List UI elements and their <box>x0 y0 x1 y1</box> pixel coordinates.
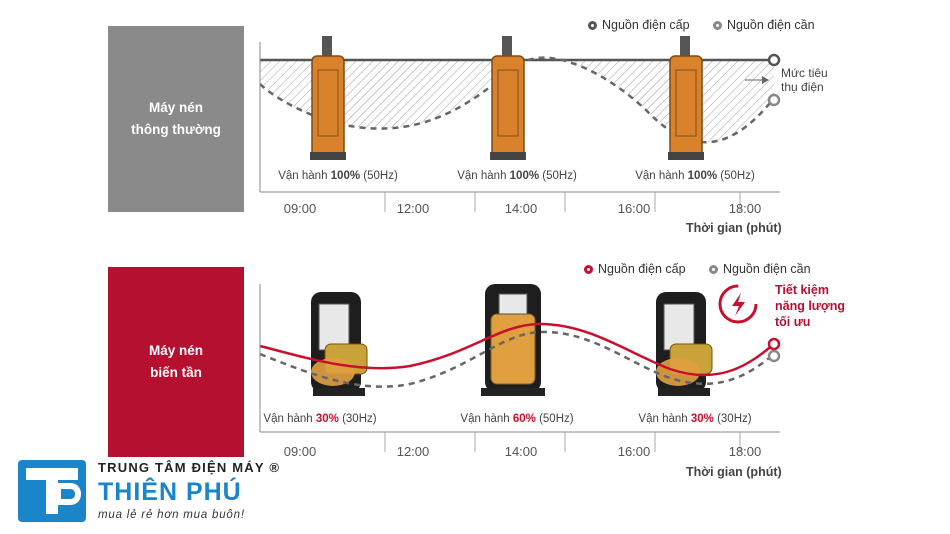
brand-name: THIÊN PHÚ <box>98 478 242 506</box>
inverter-op-label: Vận hành 30% (30Hz) <box>263 413 377 425</box>
standard-tick-label: 16:00 <box>617 201 651 216</box>
demand-end-marker <box>767 349 781 363</box>
inverter-saving-callout: Tiết kiệm năng lượng tối ưu <box>775 283 846 329</box>
inverter-title-line1: Máy nén <box>148 343 203 358</box>
demand-dot-icon <box>713 20 722 30</box>
inverter-compressor-icon <box>311 292 368 396</box>
standard-tick-label: 09:00 <box>283 201 317 216</box>
demand-curve <box>259 330 775 388</box>
inverter-tick-label: 16:00 <box>617 444 651 459</box>
standard-tick-label: 14:00 <box>504 201 538 216</box>
standard-op-label: Vận hành 100% (50Hz) <box>278 170 398 182</box>
demand-end-marker <box>767 93 781 107</box>
inverter-compressor-icon <box>656 292 713 396</box>
inverter-compressor-icon <box>481 284 545 396</box>
brand-top-text: TRUNG TÂM ĐIỆN MÁY ® <box>98 460 281 475</box>
thien-phu-logo-icon <box>18 460 86 522</box>
standard-tick-label: 18:00 <box>728 201 762 216</box>
inverter-power-diagram <box>259 284 781 452</box>
demand-dot-icon <box>709 264 718 274</box>
standard-title-line2: thông thường <box>131 122 221 137</box>
standard-op-label: Vận hành 100% (50Hz) <box>457 170 577 182</box>
standard-op-label: Vận hành 100% (50Hz) <box>635 170 755 182</box>
inverter-tick-label: 14:00 <box>504 444 538 459</box>
inverter-op-label: Vận hành 30% (30Hz) <box>638 413 752 425</box>
supply-dot-icon <box>588 20 597 30</box>
supply-curve <box>259 322 775 377</box>
supply-end-marker <box>767 53 781 67</box>
inverter-title-line2: biến tần <box>150 365 202 380</box>
supply-dot-icon <box>584 264 593 274</box>
standard-legend-supply: Nguồn điện cấp <box>588 18 690 32</box>
inverter-tick-label: 09:00 <box>283 444 317 459</box>
compressor-icon <box>490 36 526 160</box>
standard-tick-label: 12:00 <box>396 201 430 216</box>
wasted-energy-area <box>260 57 774 143</box>
standard-legend-demand: Nguồn điện cần <box>713 18 815 32</box>
supply-end-marker <box>767 337 781 351</box>
inverter-op-label: Vận hành 60% (50Hz) <box>460 413 574 425</box>
standard-compressor-label: Máy nén thông thường <box>108 26 244 212</box>
standard-power-diagram <box>259 36 781 212</box>
compressor-icon <box>310 36 346 160</box>
lightning-saving-icon <box>718 284 758 324</box>
standard-title-line1: Máy nén <box>148 100 203 115</box>
standard-consumption-callout: Mức tiêu thụ điện <box>781 66 828 94</box>
inverter-tick-label: 18:00 <box>728 444 762 459</box>
inverter-compressor-label: Máy nén biến tần <box>108 267 244 457</box>
standard-axis-title: Thời gian (phút) <box>686 221 782 235</box>
inverter-legend-demand: Nguồn điện cần <box>709 262 811 276</box>
brand-slogan: mua lẻ rẻ hơn mua buôn! <box>98 509 245 521</box>
inverter-axis-title: Thời gian (phút) <box>686 465 782 479</box>
inverter-tick-label: 12:00 <box>396 444 430 459</box>
compressor-icon <box>668 36 704 160</box>
inverter-legend-supply: Nguồn điện cấp <box>584 262 686 276</box>
